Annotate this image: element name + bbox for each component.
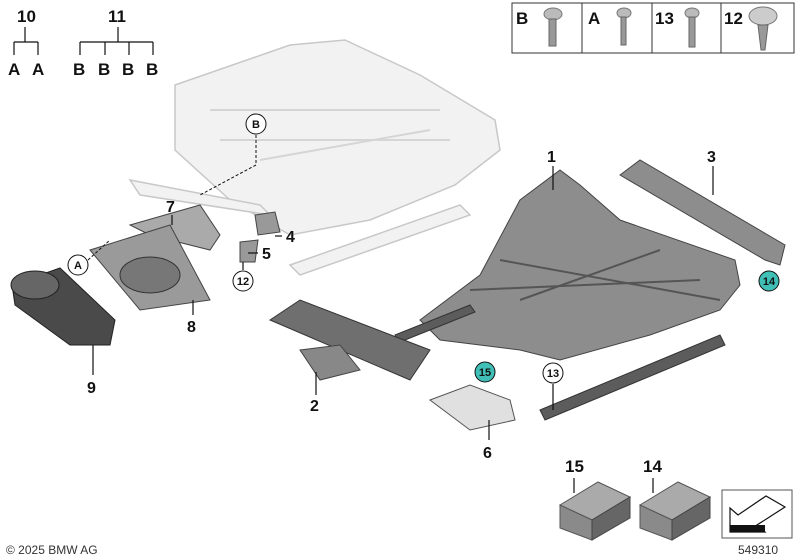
svg-text:B: B — [252, 119, 260, 131]
box-part-14: 14 — [638, 457, 712, 541]
group-11-child: B — [73, 60, 85, 79]
svg-text:A: A — [74, 260, 82, 272]
group-11-child: B — [98, 60, 110, 79]
ghost-seat-frame — [128, 39, 501, 276]
callout-4: 4 — [286, 229, 295, 246]
svg-text:14: 14 — [643, 457, 662, 476]
group-10-tree: 10 A A — [8, 7, 44, 79]
group-11-label: 11 — [108, 7, 126, 26]
leader-lines — [87, 135, 714, 440]
callout-3: 3 — [707, 149, 716, 166]
legend-label-12: 12 — [724, 9, 743, 28]
group-11-tree: 11 B B B B — [73, 7, 158, 79]
callout-9: 9 — [87, 380, 96, 397]
svg-text:14: 14 — [763, 276, 776, 288]
screw-12-icon — [748, 6, 778, 51]
panel-part-2 — [268, 299, 431, 381]
legend-label-a: A — [588, 9, 600, 28]
callout-6: 6 — [483, 445, 492, 462]
circle-callout-14: 14 — [758, 270, 780, 292]
circle-callout-13: 13 — [542, 362, 564, 384]
orientation-arrow-icon — [721, 489, 793, 539]
svg-text:15: 15 — [479, 367, 491, 379]
screw-13-icon — [684, 7, 700, 48]
group-10-child: A — [32, 60, 44, 79]
circle-callout-15: 15 — [474, 361, 496, 383]
legend-label-13: 13 — [655, 9, 674, 28]
clip-part-5 — [239, 239, 259, 263]
cover-part-9 — [10, 267, 116, 346]
diagram-id: 549310 — [738, 543, 778, 557]
copyright: © 2025 BMW AG — [6, 543, 98, 557]
group-11-child: B — [146, 60, 158, 79]
rail-part-3 — [619, 159, 786, 266]
group-10-label: 10 — [17, 7, 36, 26]
callout-5: 5 — [262, 246, 271, 263]
callout-1: 1 — [547, 149, 556, 166]
legend-label-b: B — [516, 9, 528, 28]
callout-8: 8 — [187, 319, 196, 336]
callout-7: 7 — [166, 199, 175, 216]
circle-callout-b: B — [245, 113, 267, 135]
screw-a-icon — [616, 7, 632, 46]
seat-frame-part-1 — [394, 169, 741, 421]
circle-callout-12: 12 — [232, 270, 254, 292]
box-part-15: 15 — [558, 457, 632, 541]
group-10-child: A — [8, 60, 20, 79]
circle-callout-a: A — [67, 254, 89, 276]
svg-text:15: 15 — [565, 457, 584, 476]
svg-text:13: 13 — [547, 368, 559, 380]
svg-text:12: 12 — [237, 276, 249, 288]
fastener-legend: B A 13 12 — [511, 2, 795, 54]
bracket-part-6 — [428, 384, 516, 431]
group-11-child: B — [122, 60, 134, 79]
screw-b-icon — [543, 7, 563, 47]
callout-2: 2 — [310, 398, 319, 415]
clip-part-4 — [254, 211, 281, 236]
motor-part-8 — [89, 224, 211, 311]
